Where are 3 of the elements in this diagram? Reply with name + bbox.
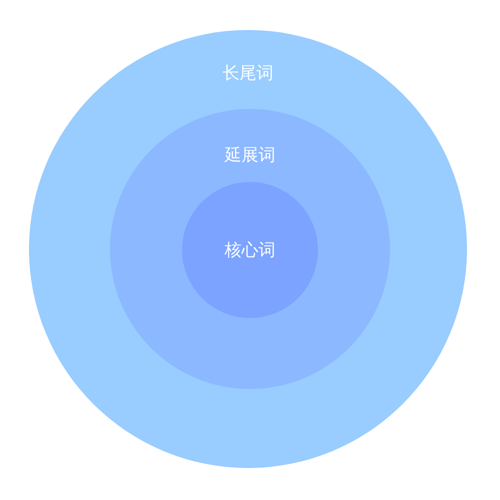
ring-label: 核心词 [224,240,276,262]
ring-label: 延展词 [224,144,276,166]
ring-label: 长尾词 [222,62,274,84]
